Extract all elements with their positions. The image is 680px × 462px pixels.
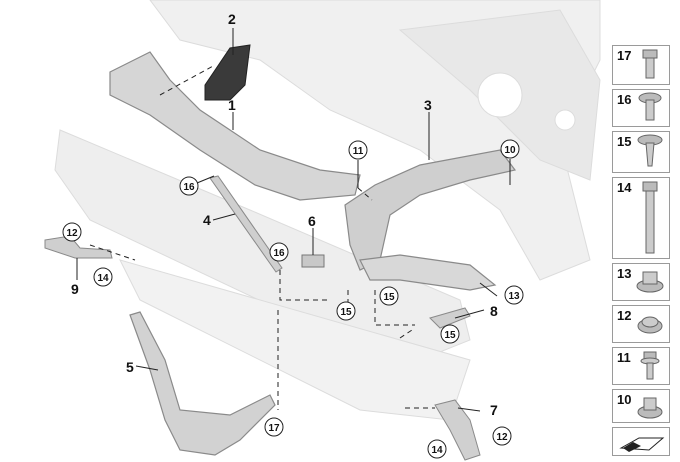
callout-4: 4 <box>203 212 211 228</box>
long-hex-bolt-icon <box>635 180 669 256</box>
legend-item-direction <box>612 427 670 456</box>
callout-8: 8 <box>490 303 498 319</box>
torx-bolt-icon <box>635 92 669 124</box>
legend-num: 17 <box>617 48 632 63</box>
callout-1: 1 <box>228 97 236 113</box>
circ-11: 11 <box>353 146 364 157</box>
legend-item-15: 15 <box>612 131 670 173</box>
part-6-small-bracket <box>301 254 325 268</box>
circ-15a: 15 <box>383 292 395 303</box>
flange-screw-icon <box>635 134 669 170</box>
circ-13: 13 <box>508 291 520 302</box>
legend-item-14: 14 <box>612 177 670 259</box>
legend-num: 16 <box>617 92 632 107</box>
part-5-lower-bracket <box>129 311 276 456</box>
callout-9: 9 <box>71 281 79 297</box>
part-8-bracket <box>429 307 471 329</box>
callout-labels: 1 2 3 4 5 6 7 8 9 <box>71 11 498 418</box>
part-7-bracket <box>434 399 481 461</box>
legend-item-11: 11 <box>612 347 670 385</box>
leader-lines <box>76 28 511 412</box>
callout-5: 5 <box>126 359 134 375</box>
callout-2: 2 <box>228 11 236 27</box>
car-direction-icon <box>619 430 665 454</box>
circ-12b: 12 <box>496 432 508 443</box>
fastener-legend: 17 16 15 14 13 12 11 <box>612 45 672 456</box>
circ-16a: 16 <box>183 182 195 193</box>
legend-item-10: 10 <box>612 389 670 423</box>
legend-item-17: 17 <box>612 45 670 85</box>
legend-item-12: 12 <box>612 305 670 343</box>
hex-bolt-washer-icon <box>635 350 669 382</box>
callout-3: 3 <box>424 97 432 113</box>
circ-17: 17 <box>268 423 280 434</box>
nut-icon <box>635 308 669 340</box>
part-3-lower-arm <box>359 254 497 291</box>
circled-label-text: 11 10 16 12 14 16 15 15 13 15 17 14 12 <box>66 145 520 456</box>
legend-item-16: 16 <box>612 89 670 127</box>
flange-nut-icon <box>635 266 669 298</box>
part-4-strut <box>209 175 283 273</box>
circled-labels <box>62 139 524 459</box>
part-9-bracket <box>44 235 113 259</box>
circ-12a: 12 <box>66 228 78 239</box>
callout-7: 7 <box>490 402 498 418</box>
legend-item-13: 13 <box>612 263 670 301</box>
legend-num: 12 <box>617 308 632 323</box>
collar-nut-icon <box>635 392 669 422</box>
hex-bolt-short-icon <box>635 48 669 82</box>
part-2-bracket <box>204 44 251 101</box>
legend-num: 10 <box>617 392 632 407</box>
part-3-side-frame <box>344 149 517 271</box>
circ-15b: 15 <box>340 307 352 318</box>
legend-num: 15 <box>617 134 632 149</box>
circ-14a: 14 <box>97 273 109 284</box>
legend-num: 13 <box>617 266 632 281</box>
circ-14b: 14 <box>431 445 443 456</box>
legend-num: 14 <box>617 180 632 195</box>
circ-15c: 15 <box>444 330 456 341</box>
legend-num: 11 <box>617 350 631 365</box>
callout-6: 6 <box>308 213 316 229</box>
circ-16b: 16 <box>273 248 285 259</box>
circ-10: 10 <box>504 145 516 156</box>
